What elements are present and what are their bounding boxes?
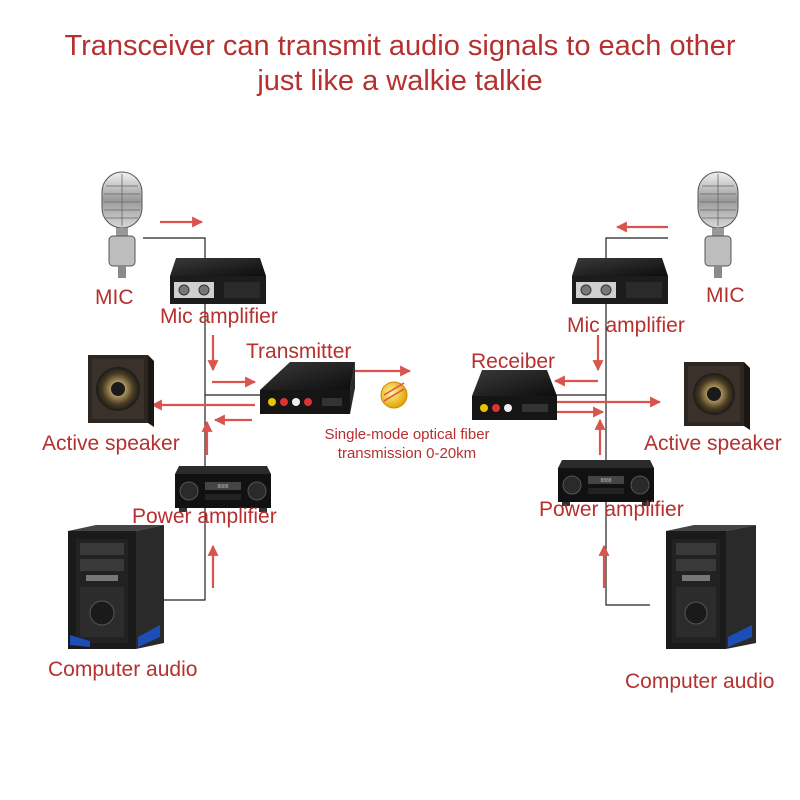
left-speaker-label: Active speaker [42, 432, 180, 455]
left-mic-label: MIC [95, 286, 134, 309]
fiber-connector-icon [380, 381, 408, 409]
diagram-title-line-2: just like a walkie talkie [257, 65, 543, 97]
left-speaker-icon [88, 355, 154, 427]
receiver-box-icon [472, 370, 557, 420]
left-mic-amplifier-icon [170, 258, 266, 304]
left-computer-audio-label: Computer audio [48, 658, 198, 681]
signal-arrows [150, 216, 668, 588]
diagram-title-line-1: Transceiver can transmit audio signals t… [64, 30, 736, 62]
right-mic-label: MIC [706, 284, 745, 307]
right-power-amplifier-label: Power amplifier [539, 498, 684, 521]
right-microphone-icon [697, 171, 739, 278]
left-microphone-icon [101, 171, 143, 278]
right-computer-audio-label: Computer audio [625, 670, 775, 693]
svg-text:8888: 8888 [217, 484, 228, 490]
right-mic-amplifier-label: Mic amplifier [567, 314, 685, 337]
right-power-amplifier-icon: 8888 [558, 460, 654, 506]
fiber-label-line-2: transmission 0-20km [337, 445, 477, 462]
right-speaker-icon [684, 362, 750, 430]
transmitter-label: Transmitter [246, 340, 352, 363]
fiber-label-line-1: Single-mode optical fiber [324, 426, 490, 443]
svg-text:8888: 8888 [600, 478, 611, 484]
left-mic-amplifier-label: Mic amplifier [160, 305, 278, 328]
transmitter-box-icon [260, 362, 355, 414]
left-power-amplifier-icon: 8888 [175, 466, 271, 512]
left-pc-tower-icon [68, 525, 164, 649]
right-pc-tower-icon [666, 525, 756, 649]
right-speaker-label: Active speaker [644, 432, 782, 455]
right-mic-amplifier-icon [572, 258, 668, 304]
receiver-label: Receiber [471, 350, 556, 373]
left-power-amplifier-label: Power amplifier [132, 505, 277, 528]
